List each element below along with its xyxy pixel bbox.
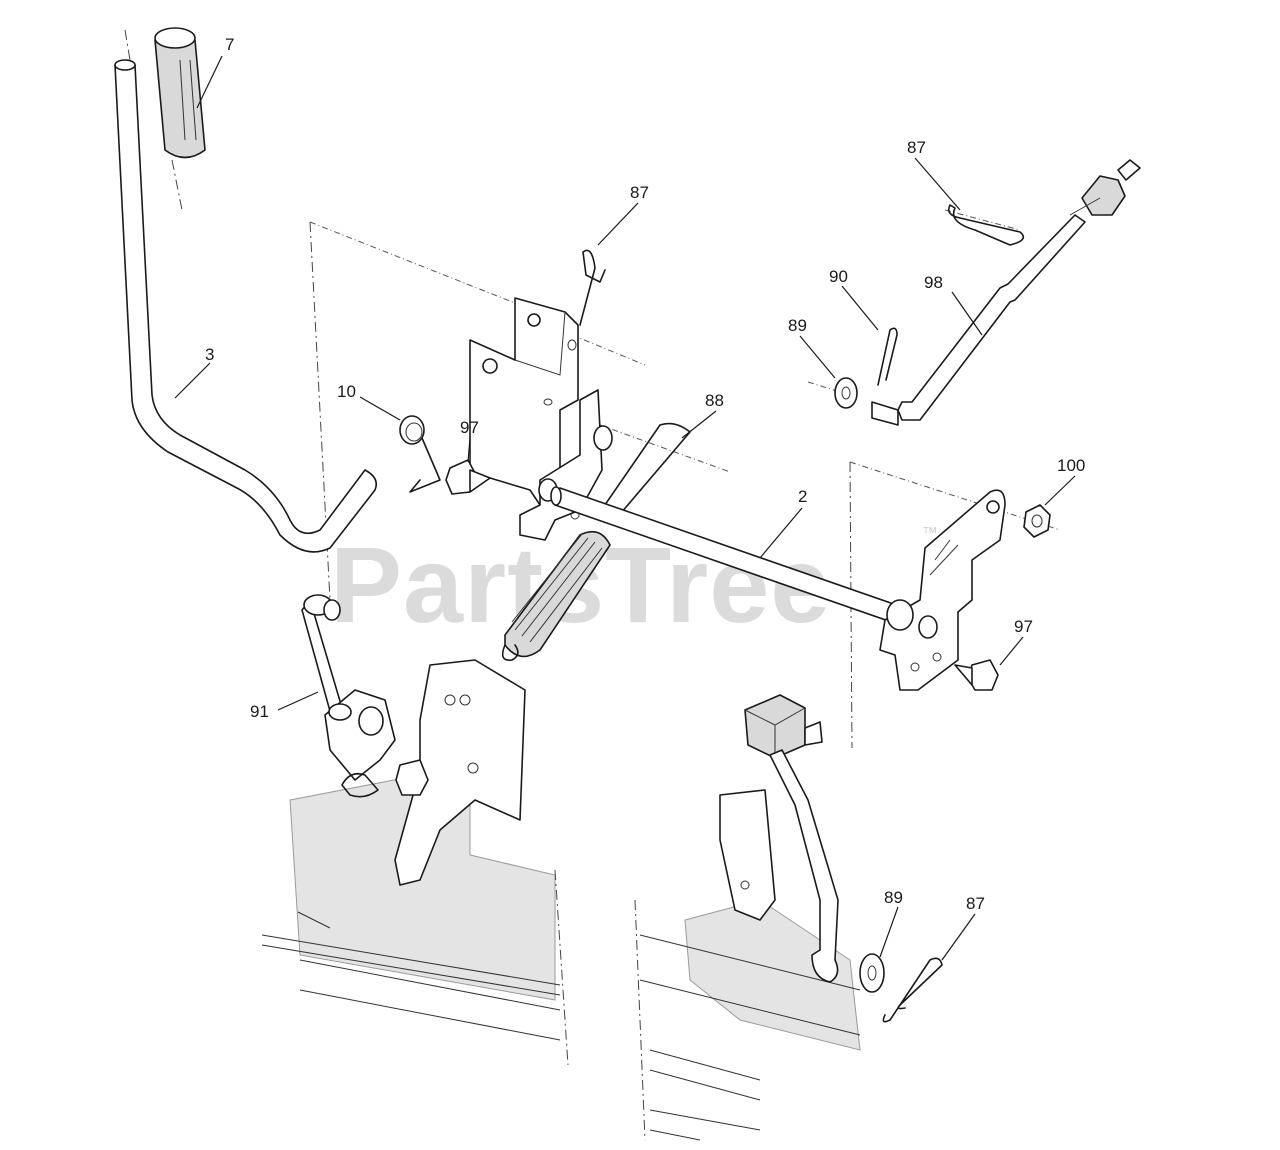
callout-87-a: 87	[630, 183, 649, 202]
callout-2: 2	[798, 487, 807, 506]
callout-88: 88	[705, 391, 724, 410]
part-3-lift-lever	[114, 59, 378, 553]
callout-97-b: 97	[1014, 617, 1033, 636]
part-98-adjuster-rod	[871, 159, 1141, 426]
callout-100: 100	[1057, 456, 1085, 475]
lift-arm-right	[879, 489, 1006, 691]
part-97-bolt-lower	[954, 659, 999, 691]
callout-97-a: 97	[460, 418, 479, 437]
callout-91: 91	[250, 702, 269, 721]
spring-extension	[501, 530, 611, 662]
callout-87-b: 87	[907, 138, 926, 157]
part-87-clip-lower	[882, 957, 943, 1023]
callout-10: 10	[337, 382, 356, 401]
leader-lines	[174, 55, 1076, 961]
part-7-handle-grip	[154, 27, 206, 211]
callout-87-c: 87	[966, 894, 985, 913]
watermark-trademark: ™	[922, 525, 938, 542]
part-89-washer-upper	[834, 377, 858, 409]
bracket-main	[469, 297, 579, 506]
part-87-clip-upper-right	[947, 204, 1025, 246]
callout-98: 98	[924, 273, 943, 292]
part-89-washer-lower	[859, 953, 885, 993]
callout-89-b: 89	[884, 888, 903, 907]
part-100-nut	[1023, 504, 1051, 538]
part-90-hairpin	[877, 327, 898, 386]
callout-90: 90	[829, 267, 848, 286]
part-97-bolt-upper	[445, 459, 491, 495]
callout-labels: 7 87 87 3 10 97 88 90 98 89 2 100 97 91 …	[205, 35, 1085, 913]
lever-lower-right	[719, 694, 839, 983]
callout-7: 7	[225, 35, 234, 54]
bracket-lower-left	[324, 659, 526, 886]
part-10-spring	[399, 415, 441, 493]
part-87-clip-top-center	[579, 249, 606, 326]
callout-3: 3	[205, 345, 214, 364]
callout-89-a: 89	[788, 316, 807, 335]
